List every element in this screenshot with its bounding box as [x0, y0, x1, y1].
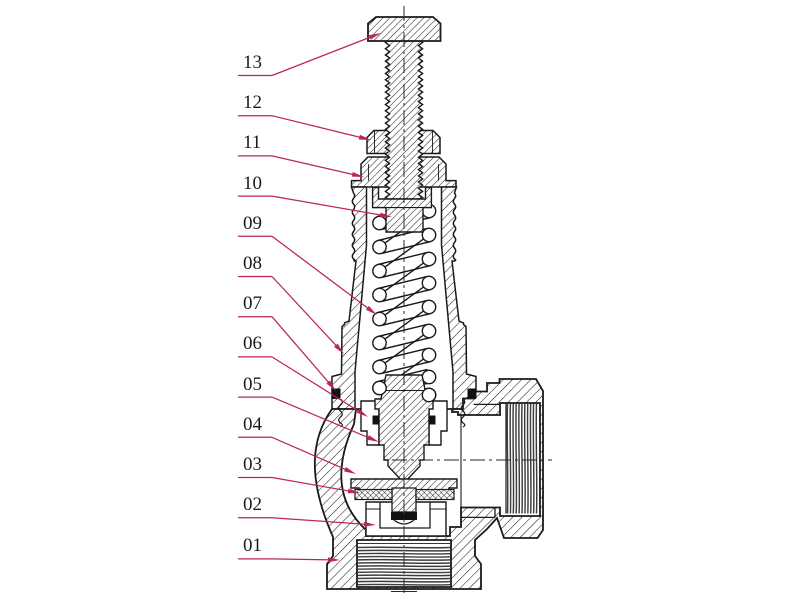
- centerlines: [391, 6, 552, 595]
- part-label-11: 11: [238, 132, 364, 177]
- upper-spring-plate: [371, 186, 433, 233]
- bonnet: [331, 186, 477, 410]
- part-number-01: 01: [243, 535, 262, 556]
- part-number-07: 07: [243, 293, 262, 314]
- part-label-06: 06: [238, 333, 368, 417]
- part-label-12: 12: [238, 92, 371, 140]
- adjusting-screw: [367, 16, 442, 200]
- part-label-02: 02: [238, 494, 376, 527]
- part-label-08: 08: [238, 253, 344, 354]
- drawing-parts-layer: [313, 16, 544, 590]
- part-label-09: 09: [238, 213, 377, 315]
- part-number-03: 03: [243, 454, 262, 475]
- part-label-03: 03: [238, 454, 360, 494]
- part-number-10: 10: [243, 173, 262, 194]
- part-number-12: 12: [243, 92, 262, 113]
- part-label-04: 04: [238, 414, 356, 474]
- centerlines-layer: [391, 6, 552, 595]
- part-label-01: 01: [238, 535, 340, 563]
- part-number-05: 05: [243, 374, 262, 395]
- seal-ring: [354, 488, 455, 501]
- part-number-04: 04: [243, 414, 263, 435]
- part-number-08: 08: [243, 253, 262, 274]
- part-label-10: 10: [238, 173, 392, 218]
- labels-layer: 13 12 11 10 09 08 07 06 05 04 03 02 01: [238, 33, 392, 563]
- part-label-05: 05: [238, 374, 379, 442]
- part-number-02: 02: [243, 494, 262, 515]
- part-number-13: 13: [243, 52, 262, 73]
- part-number-06: 06: [243, 333, 262, 354]
- part-number-09: 09: [243, 213, 262, 234]
- part-label-07: 07: [238, 293, 336, 391]
- part-label-13: 13: [238, 33, 381, 77]
- part-number-11: 11: [243, 132, 261, 153]
